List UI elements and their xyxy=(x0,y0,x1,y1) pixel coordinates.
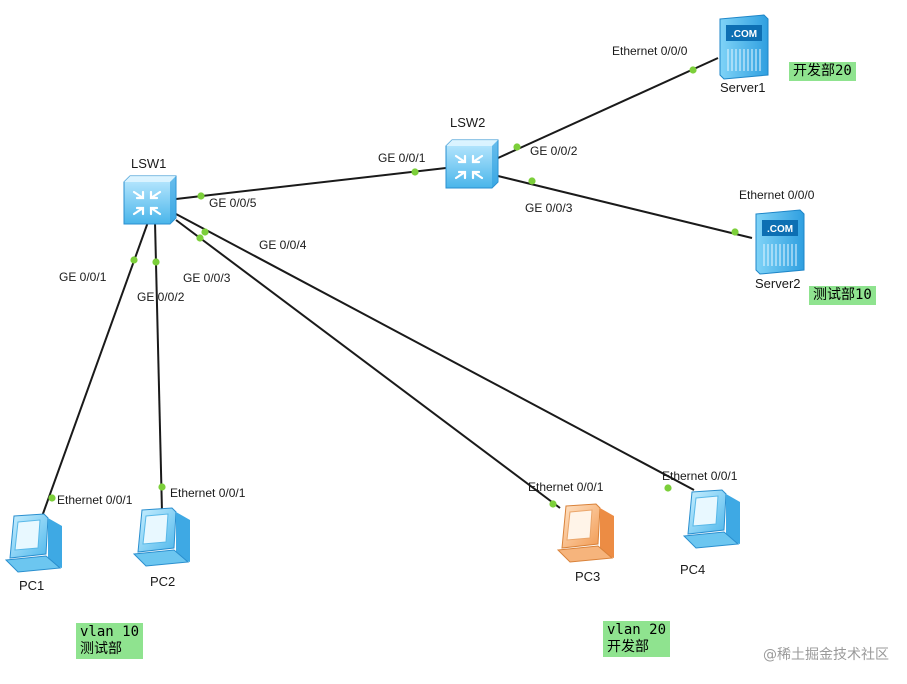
link-lsw1-pc2 xyxy=(154,221,163,513)
lsw1-label: LSW1 xyxy=(131,156,166,171)
note-text: 测试部10 xyxy=(813,287,872,303)
port-dot xyxy=(197,192,205,200)
port-label-lsw1-ge003: GE 0/0/3 xyxy=(183,271,231,285)
port-label-server1-eth: Ethernet 0/0/0 xyxy=(612,44,688,58)
server-icon xyxy=(727,49,761,71)
port-dots xyxy=(48,66,739,508)
port-dot xyxy=(689,66,697,74)
server1-label: Server1 xyxy=(720,80,766,95)
port-dot xyxy=(528,177,536,185)
link-lsw2-server2 xyxy=(497,175,753,239)
port-dot xyxy=(152,258,160,266)
pc1[interactable] xyxy=(4,513,62,573)
links xyxy=(39,57,753,523)
port-label-lsw2-ge002: GE 0/0/2 xyxy=(530,144,578,158)
port-label-pc2-eth: Ethernet 0/0/1 xyxy=(170,486,246,500)
port-dot xyxy=(549,500,557,508)
server-badge: .COM xyxy=(731,29,757,40)
link-lsw1-pc4 xyxy=(175,213,695,491)
server1[interactable]: .COM xyxy=(719,14,769,80)
link-lsw1-lsw2 xyxy=(175,167,447,200)
pc3[interactable] xyxy=(556,503,614,563)
note-server2-dept: 测试部10 xyxy=(809,286,876,305)
port-label-pc1-eth: Ethernet 0/0/1 xyxy=(57,493,133,507)
pc4-label: PC4 xyxy=(680,562,705,577)
port-dot xyxy=(513,143,521,151)
pc2-label: PC2 xyxy=(150,574,175,589)
pc4[interactable] xyxy=(682,489,740,549)
port-dot xyxy=(130,256,138,264)
note-server1-dept: 开发部20 xyxy=(789,62,856,81)
server-badge: .COM xyxy=(767,224,793,235)
port-dot xyxy=(201,228,209,236)
port-dot xyxy=(196,234,204,242)
note-dept: 开发部 xyxy=(607,639,649,655)
port-label-pc4-eth: Ethernet 0/0/1 xyxy=(662,469,738,483)
watermark: @稀土掘金技术社区 xyxy=(763,647,889,663)
port-label-server2-eth: Ethernet 0/0/0 xyxy=(739,188,815,202)
pc1-label: PC1 xyxy=(19,578,44,593)
server-icon xyxy=(763,244,797,266)
port-label-lsw1-ge004: GE 0/0/4 xyxy=(259,238,307,252)
link-lsw1-pc3 xyxy=(175,219,561,509)
port-label-lsw1-ge001: GE 0/0/1 xyxy=(59,270,107,284)
port-label-lsw1-ge005: GE 0/0/5 xyxy=(209,196,257,210)
port-dot xyxy=(411,168,419,176)
note-vlan10: vlan 10 测试部 xyxy=(76,623,144,659)
note-vlan-id: vlan 10 xyxy=(80,624,140,640)
switch-icon xyxy=(132,190,162,216)
switch-lsw1[interactable] xyxy=(123,175,177,225)
port-dot xyxy=(48,494,56,502)
link-lsw2-server1 xyxy=(497,57,719,159)
switch-lsw2[interactable] xyxy=(445,139,499,189)
note-dept: 测试部 xyxy=(80,641,122,657)
port-dot xyxy=(158,483,166,491)
port-label-lsw2-ge001: GE 0/0/1 xyxy=(378,151,426,165)
lsw2-label: LSW2 xyxy=(450,115,485,130)
note-vlan20: vlan 20 开发部 xyxy=(603,621,671,657)
port-dot xyxy=(664,484,672,492)
link-lsw1-pc1 xyxy=(39,221,149,523)
server2[interactable]: .COM xyxy=(755,209,805,275)
pc3-label: PC3 xyxy=(575,569,600,584)
switch-icon xyxy=(454,154,484,180)
port-dot xyxy=(731,228,739,236)
port-label-pc3-eth: Ethernet 0/0/1 xyxy=(528,480,604,494)
pc2[interactable] xyxy=(132,507,190,567)
port-label-lsw1-ge002: GE 0/0/2 xyxy=(137,290,185,304)
port-labels: GE 0/0/5 GE 0/0/4 GE 0/0/3 GE 0/0/2 GE 0… xyxy=(57,44,815,507)
note-text: 开发部20 xyxy=(793,63,852,79)
note-vlan-id: vlan 20 xyxy=(607,622,667,638)
port-label-lsw2-ge003: GE 0/0/3 xyxy=(525,201,573,215)
server2-label: Server2 xyxy=(755,276,801,291)
